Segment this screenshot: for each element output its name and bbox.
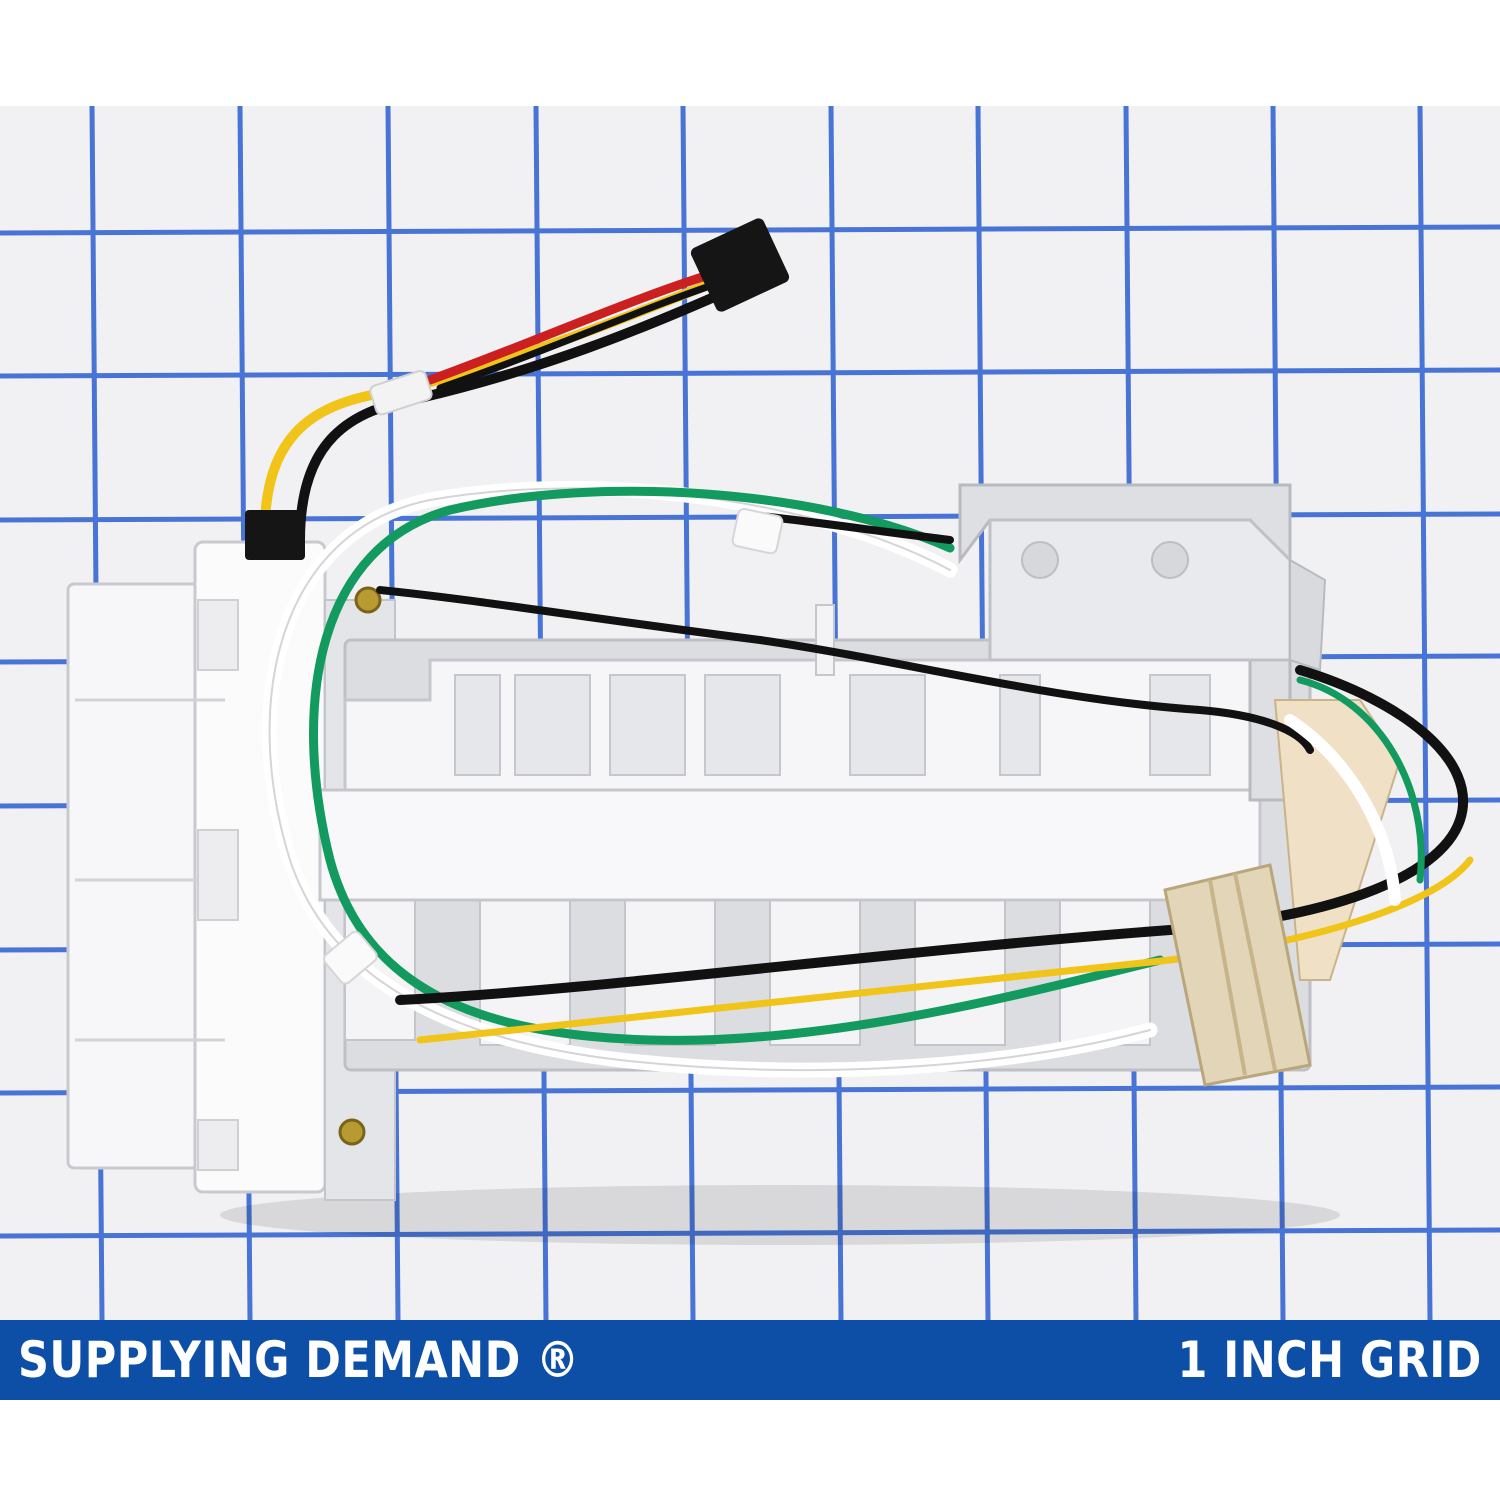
power-harness (245, 218, 790, 560)
wire-grommet (1163, 863, 1312, 1087)
product-photo (0, 106, 1500, 1320)
ice-mould (318, 604, 1312, 1072)
grid-scale-label: 1 INCH GRID (1177, 1331, 1482, 1389)
grid-line-horizontal (0, 367, 1500, 379)
mounting-bracket (958, 483, 1402, 981)
brand-banner: SUPPLYING DEMAND ® 1 INCH GRID (0, 1320, 1500, 1400)
brand-name: SUPPLYING DEMAND ® (18, 1331, 580, 1389)
part-shadow (220, 1185, 1340, 1245)
grid-line-horizontal (0, 1227, 1500, 1239)
loop-wires (262, 480, 1474, 1078)
grid-line-vertical (1417, 106, 1433, 1320)
